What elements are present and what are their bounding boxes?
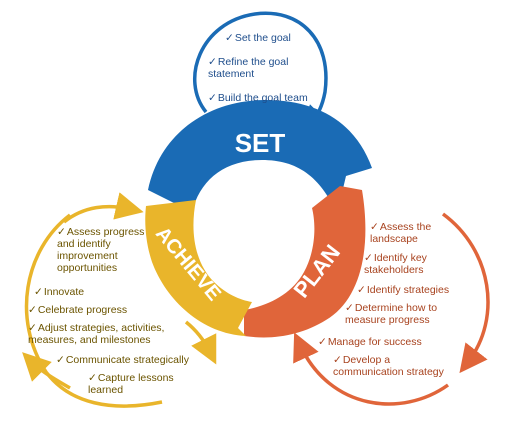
check-icon: ✓ <box>57 226 66 238</box>
check-icon: ✓ <box>318 336 327 348</box>
plan-loop-arrow <box>441 212 490 374</box>
set-item: ✓Refine the goal statement <box>208 56 289 80</box>
set-item: ✓Set the goal <box>225 32 291 44</box>
achieve-item: ✓Capture lessons learned <box>88 372 174 396</box>
check-icon: ✓ <box>345 302 354 314</box>
check-icon: ✓ <box>34 286 43 298</box>
check-icon: ✓ <box>357 284 366 296</box>
plan-item: ✓Determine how to measure progress <box>345 302 438 326</box>
achieve-item: ✓Celebrate progress <box>28 304 128 316</box>
set-loop-arrow <box>192 11 330 134</box>
achieve-segment <box>145 200 252 336</box>
achieve-item: ✓Adjust strategies, activities, measures… <box>28 322 165 346</box>
check-icon: ✓ <box>28 304 37 316</box>
plan-item: ✓Identify key stakeholders <box>364 252 427 276</box>
set-segment <box>148 100 372 214</box>
check-icon: ✓ <box>370 221 379 233</box>
check-icon: ✓ <box>225 32 234 44</box>
check-icon: ✓ <box>208 92 217 104</box>
set-segment-label: SET <box>235 128 286 158</box>
plan-item: ✓Develop a communication strategy <box>333 354 444 378</box>
achieve-item: ✓Innovate <box>34 286 85 298</box>
check-icon: ✓ <box>333 354 342 366</box>
check-icon: ✓ <box>208 56 217 68</box>
achieve-loop-arrow-left <box>22 352 71 390</box>
plan-loop-arrow-bottom <box>293 332 450 406</box>
achieve-item: ✓Communicate strategically <box>56 354 189 366</box>
plan-item: ✓Manage for success <box>318 336 422 348</box>
plan-item: ✓Identify strategies <box>357 284 450 296</box>
check-icon: ✓ <box>28 322 37 334</box>
check-icon: ✓ <box>56 354 65 366</box>
achieve-inner-arrow <box>184 320 217 365</box>
plan-segment <box>244 186 366 338</box>
check-icon: ✓ <box>88 372 97 384</box>
set-item: ✓Build the goal team <box>208 92 308 104</box>
plan-item: ✓Assess the landscape <box>370 221 432 245</box>
achieve-item: ✓Assess progress and identify improvemen… <box>57 226 145 274</box>
achieve-loop-arrow-top <box>62 192 144 224</box>
check-icon: ✓ <box>364 252 373 264</box>
